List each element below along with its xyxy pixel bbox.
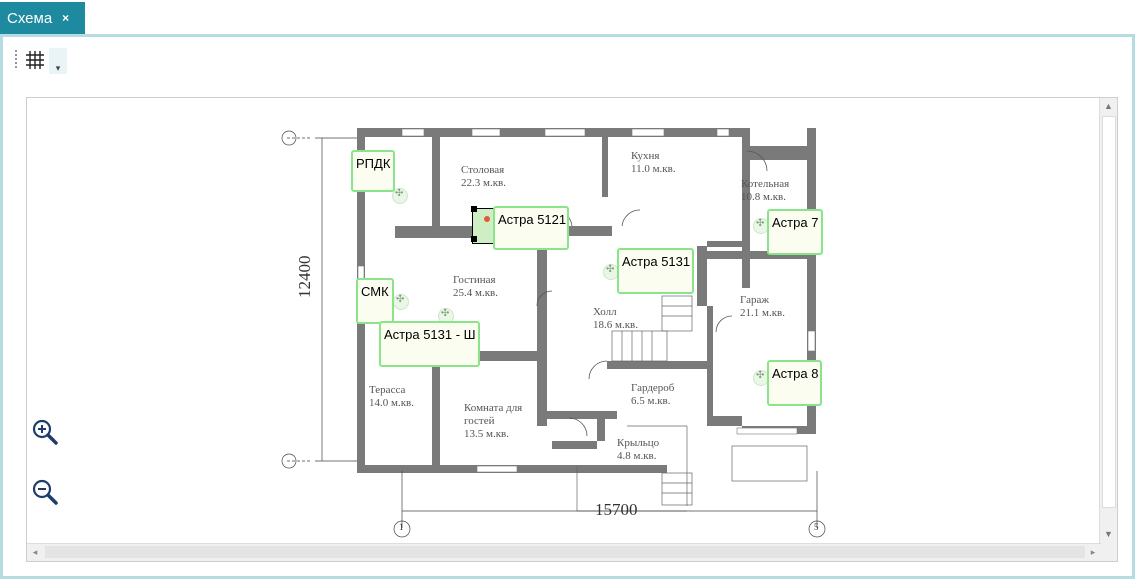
zoom-in-icon[interactable]: [31, 418, 59, 446]
tab-title: Схема: [7, 9, 53, 27]
chevron-down-icon[interactable]: ▾: [49, 48, 67, 74]
axis-mark-5: 5: [814, 522, 819, 532]
scroll-left-icon[interactable]: ◂: [32, 547, 38, 557]
scroll-down-icon[interactable]: ▼: [1104, 529, 1113, 539]
sensor-marker-icon[interactable]: [392, 188, 408, 204]
selection-handle[interactable]: [471, 206, 477, 212]
sensor-label-astra-8[interactable]: Астра 8: [767, 360, 822, 406]
sensor-label-rpdk[interactable]: РПДК: [351, 150, 396, 192]
selection-handle[interactable]: [484, 216, 490, 222]
scroll-corner: [1100, 544, 1117, 561]
sensor-label-astra-5131-sh[interactable]: Астра 5131 - Ш: [379, 321, 480, 367]
sensor-marker-icon[interactable]: [393, 294, 409, 310]
close-icon[interactable]: ×: [62, 11, 70, 25]
schema-panel: ▾: [0, 34, 1135, 579]
sensor-label-smk[interactable]: СМК: [356, 278, 394, 324]
selection-handle[interactable]: [471, 236, 477, 242]
zoom-out-icon[interactable]: [31, 478, 59, 506]
sensor-label-astra-5121[interactable]: Астра 5121: [493, 206, 569, 250]
vertical-scrollbar[interactable]: ▲ ▼: [1099, 98, 1117, 544]
grid-icon[interactable]: [23, 48, 47, 72]
dim-horizontal: 15700: [595, 500, 638, 519]
scroll-up-icon[interactable]: ▲: [1104, 101, 1113, 111]
horizontal-scroll-thumb[interactable]: [45, 546, 1085, 558]
vertical-scroll-thumb[interactable]: [1102, 116, 1116, 508]
horizontal-scrollbar[interactable]: ◂ ▸: [27, 543, 1101, 561]
dim-vertical: 12400: [295, 255, 314, 299]
tab-schema[interactable]: Схема ×: [0, 2, 85, 34]
toolbar-grip[interactable]: [15, 50, 17, 68]
scroll-right-icon[interactable]: ▸: [1090, 547, 1096, 557]
sensor-label-astra-7[interactable]: Астра 7: [767, 209, 823, 255]
axis-mark-1: 1: [399, 522, 404, 532]
sensor-label-astra-5131[interactable]: Астра 5131: [617, 248, 694, 294]
